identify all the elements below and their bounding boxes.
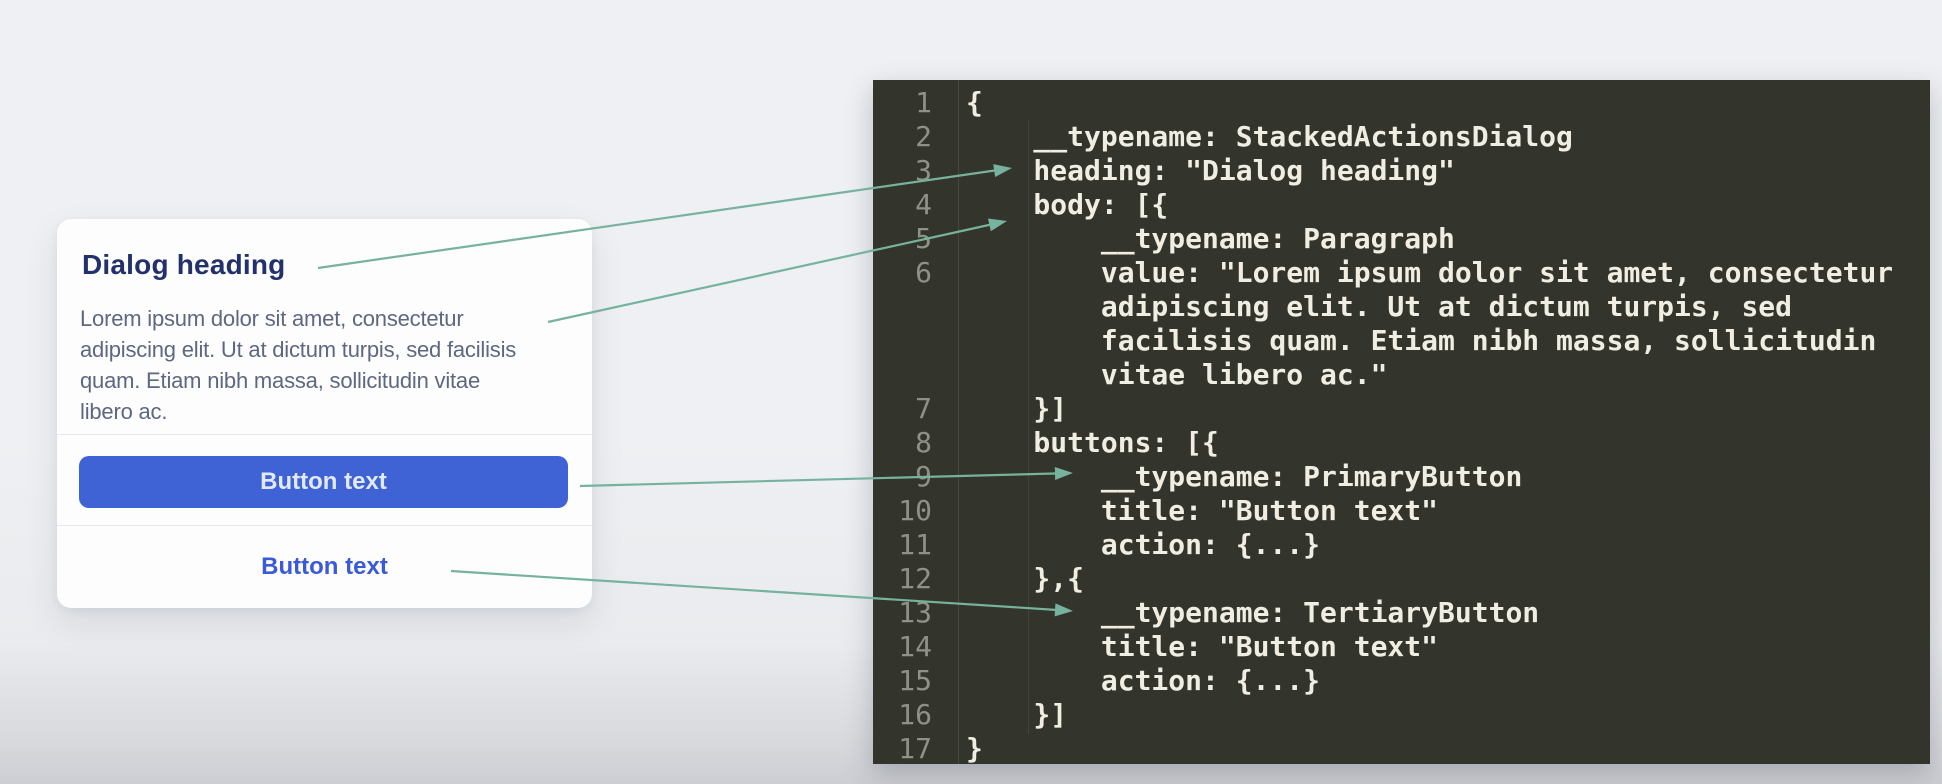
code-line: 12 },{ <box>873 562 1930 596</box>
code-line: facilisis quam. Etiam nibh massa, sollic… <box>873 324 1930 358</box>
line-number: 8 <box>915 426 932 459</box>
code-line: 6 value: "Lorem ipsum dolor sit amet, co… <box>873 256 1930 290</box>
code-text: __typename: TertiaryButton <box>1100 596 1540 629</box>
code-text: action: {...} <box>1100 528 1321 561</box>
code-text: }] <box>1033 392 1068 425</box>
dialog-card: Dialog heading Lorem ipsum dolor sit ame… <box>57 219 592 608</box>
divider-above-tertiary-button <box>57 525 592 526</box>
line-number: 5 <box>915 222 932 255</box>
code-line: 7 }] <box>873 392 1930 426</box>
code-line: 15 action: {...} <box>873 664 1930 698</box>
line-number: 14 <box>898 630 932 663</box>
code-line: 10 title: "Button text" <box>873 494 1930 528</box>
code-text: { <box>966 86 983 119</box>
code-text: title: "Button text" <box>1100 630 1439 663</box>
code-text: __typename: Paragraph <box>1100 222 1455 255</box>
line-number: 15 <box>898 664 932 697</box>
code-line: 14 title: "Button text" <box>873 630 1930 664</box>
body-line: libero ac. <box>80 399 168 424</box>
line-number: 9 <box>915 460 932 493</box>
code-text: value: "Lorem ipsum dolor sit amet, cons… <box>1100 256 1894 289</box>
line-number <box>873 290 958 324</box>
code-line: 17 } <box>873 732 1930 766</box>
code-line: 3 heading: "Dialog heading" <box>873 154 1930 188</box>
divider-above-primary-button <box>57 434 592 435</box>
code-line: 4 body: [{ <box>873 188 1930 222</box>
code-text: action: {...} <box>1100 664 1321 697</box>
gutter-separator <box>958 80 959 764</box>
code-text: title: "Button text" <box>1100 494 1439 527</box>
indent-guide <box>1028 120 1029 734</box>
line-number: 1 <box>915 86 932 119</box>
code-line: 5 __typename: Paragraph <box>873 222 1930 256</box>
line-number: 16 <box>898 698 932 731</box>
line-number: 7 <box>915 392 932 425</box>
code-line: 9 __typename: PrimaryButton <box>873 460 1930 494</box>
code-line: 16 }] <box>873 698 1930 732</box>
code-text: }] <box>1033 698 1068 731</box>
code-text: facilisis quam. Etiam nibh massa, sollic… <box>1100 324 1877 357</box>
body-line: quam. Etiam nibh massa, sollicitudin vit… <box>80 368 481 393</box>
body-line: Lorem ipsum dolor sit amet, consectetur <box>80 306 464 331</box>
line-number: 2 <box>915 120 932 153</box>
line-number <box>873 324 958 358</box>
code-line: 2 __typename: StackedActionsDialog <box>873 120 1930 154</box>
code-text: adipiscing elit. Ut at dictum turpis, se… <box>1100 290 1793 323</box>
line-number: 10 <box>898 494 932 527</box>
code-line: adipiscing elit. Ut at dictum turpis, se… <box>873 290 1930 324</box>
code-text: } <box>966 732 983 765</box>
code-text: heading: "Dialog heading" <box>1033 154 1455 187</box>
line-number: 17 <box>898 732 932 765</box>
dialog-body-text: Lorem ipsum dolor sit amet, consectetur … <box>80 303 516 427</box>
code-text: buttons: [{ <box>1033 426 1219 459</box>
code-text: __typename: PrimaryButton <box>1100 460 1523 493</box>
code-line: 1 { <box>873 86 1930 120</box>
code-line: 13 __typename: TertiaryButton <box>873 596 1930 630</box>
line-number <box>873 358 958 392</box>
line-number: 3 <box>915 154 932 187</box>
code-line: 11 action: {...} <box>873 528 1930 562</box>
code-text: },{ <box>1033 562 1084 595</box>
code-text: body: [{ <box>1033 188 1169 221</box>
tertiary-button[interactable]: Button text <box>57 525 592 608</box>
code-line: 8 buttons: [{ <box>873 426 1930 460</box>
code-panel: 1 { 2 __typename: StackedActionsDialog 3… <box>873 80 1930 766</box>
line-number: 12 <box>898 562 932 595</box>
code-line: vitae libero ac." <box>873 358 1930 392</box>
code-text: vitae libero ac." <box>1100 358 1388 391</box>
body-line: adipiscing elit. Ut at dictum turpis, se… <box>80 337 517 362</box>
primary-button[interactable]: Button text <box>79 456 568 508</box>
line-number: 4 <box>915 188 932 221</box>
code-lines: 1 { 2 __typename: StackedActionsDialog 3… <box>873 86 1930 766</box>
dialog-heading: Dialog heading <box>82 249 286 280</box>
code-text: __typename: StackedActionsDialog <box>1033 120 1573 153</box>
line-number: 11 <box>898 528 932 561</box>
line-number: 6 <box>915 256 932 289</box>
line-number: 13 <box>898 596 932 629</box>
